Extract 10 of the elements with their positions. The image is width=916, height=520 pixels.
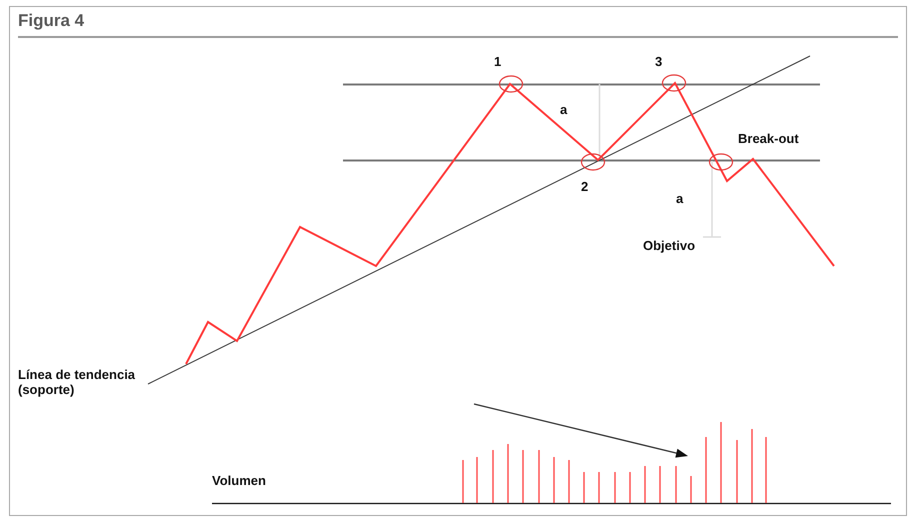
annotation-label: Objetivo [643,238,696,253]
dimension-label: a [560,102,568,117]
annotation-label: Break-out [738,131,799,146]
callout-number: 3 [655,54,662,69]
chart-label: Volumen [212,473,266,488]
figure-title: Figura 4 [18,11,84,31]
line-label: Línea de tendencia (soporte) [18,367,136,397]
callout-number: 2 [581,179,588,194]
dimension-label: a [676,191,684,206]
callout-number: 1 [494,54,502,69]
